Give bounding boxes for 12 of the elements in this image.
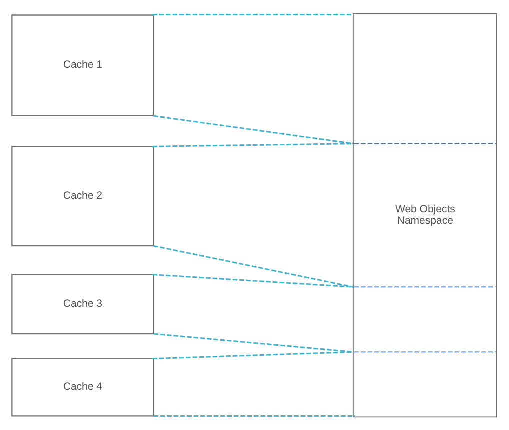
node-box: Cache 2 (12, 146, 154, 246)
connector (152, 274, 354, 288)
connector (154, 114, 354, 144)
connector (154, 332, 354, 352)
connector (152, 14, 354, 16)
connector (154, 244, 354, 288)
node-box: Cache 1 (12, 14, 154, 116)
connector (152, 350, 354, 360)
connector (152, 142, 354, 147)
node-box: Cache 3 (12, 274, 154, 334)
node-box: Cache 4 (12, 358, 154, 416)
connector (154, 414, 356, 416)
